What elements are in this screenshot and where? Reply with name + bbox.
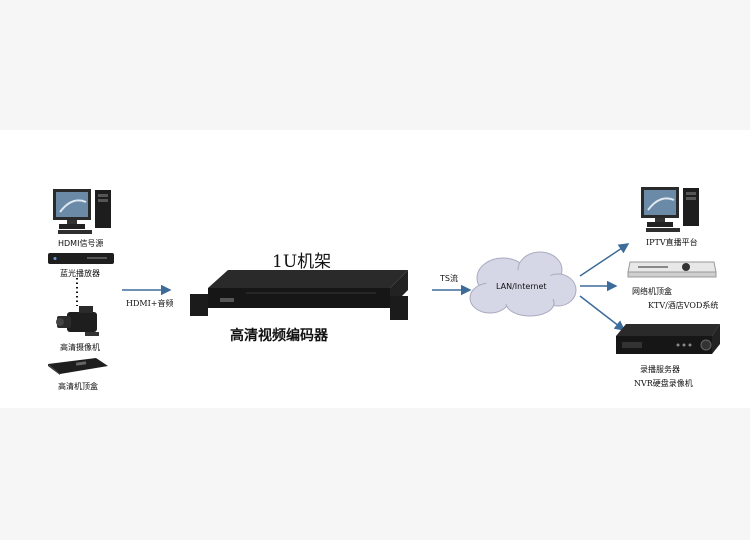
computer-icon — [641, 187, 699, 232]
nvr-recorder-icon — [616, 324, 720, 354]
destination-label-recorder: 录播服务器 — [640, 365, 680, 374]
settop-box-icon — [48, 358, 108, 375]
encoder-name: 高清视频编码器 — [230, 328, 328, 344]
output-arrow-recorder — [579, 295, 626, 331]
destination-label-settop: 网络机顶盒 — [632, 287, 672, 296]
network-label: LAN/Internet — [496, 282, 547, 291]
network-cloud-icon — [469, 251, 577, 317]
source-label-settop: 高清机顶盒 — [58, 382, 98, 391]
source-label-camcorder: 高清摄像机 — [60, 343, 100, 352]
output-arrow-iptv — [579, 243, 630, 277]
computer-icon — [53, 189, 111, 234]
source-label-hdmi: HDMI信号源 — [58, 239, 104, 248]
source-label-bluray: 蓝光播放器 — [60, 269, 100, 278]
diagram-background-band — [0, 130, 750, 408]
input-link-label: HDMI+音频 — [126, 299, 174, 308]
bluray-player-icon — [48, 253, 114, 264]
encoder-rack-label: 1U机架 — [272, 252, 332, 272]
network-settop-icon — [627, 261, 717, 278]
destination-label-recorder-2: NVR硬盘录像机 — [634, 379, 693, 388]
camcorder-icon — [56, 306, 99, 336]
rack-encoder-icon — [190, 270, 408, 320]
destination-label-iptv: IPTV直播平台 — [646, 238, 698, 247]
destination-label-settop-2: KTV/酒店VOD系统 — [648, 301, 719, 310]
stream-label: TS流 — [440, 274, 458, 283]
